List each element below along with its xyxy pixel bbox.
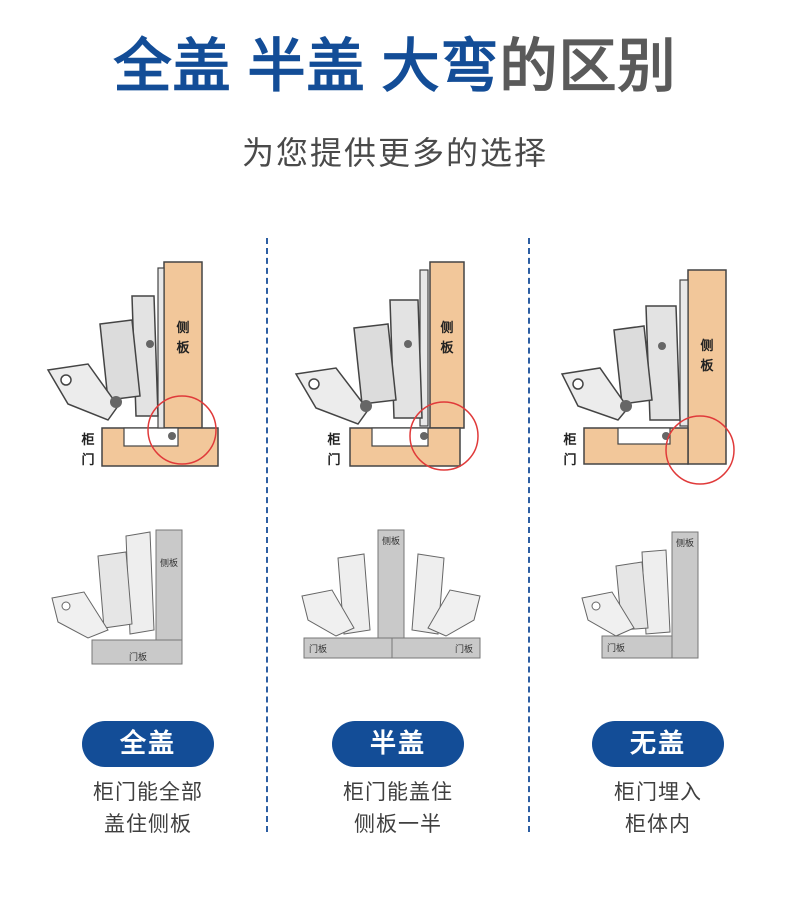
- small-side-label: 侧板: [160, 557, 178, 569]
- full-overlay-diagram: 侧 板 柜 门 侧板 门板: [46, 261, 219, 665]
- mount-plate: [679, 279, 689, 427]
- highlight-circle: [665, 415, 735, 485]
- full-overlay-badge: 全盖: [82, 721, 214, 767]
- panel-half-overlay: 侧 板 柜 门 侧板 门板 门板 半盖 柜门能盖住 侧板一半: [278, 240, 518, 840]
- hinge-link: [560, 367, 629, 421]
- door-label-2: 门: [327, 452, 340, 468]
- divider-right: [528, 238, 530, 832]
- mount-plate: [157, 267, 165, 429]
- full-overlay-description: 柜门能全部 盖住侧板: [93, 780, 203, 836]
- side-label-1: 侧: [176, 320, 189, 336]
- hinge-body: [613, 325, 653, 405]
- small-door-label-right: 门板: [455, 643, 473, 655]
- side-label-1: 侧: [440, 320, 453, 336]
- hinge-body: [353, 323, 397, 405]
- page-title: 全盖半盖大弯的区别: [0, 30, 790, 102]
- title-half-overlay: 半盖: [247, 32, 366, 100]
- door-label-2: 门: [563, 452, 576, 468]
- door-label-1: 柜: [562, 432, 576, 448]
- hinge-cup: [371, 427, 429, 447]
- small-door-label: 门板: [607, 642, 625, 654]
- small-door-panel: [91, 639, 183, 665]
- highlight-circle: [409, 401, 479, 471]
- small-door-panel: [601, 635, 673, 659]
- side-label-2: 板: [176, 340, 190, 356]
- panel-full-overlay: 侧 板 柜 门 侧板 门板 全盖 柜门能全部 盖住侧板: [28, 240, 268, 840]
- divider-left: [266, 238, 268, 832]
- side-label-2: 板: [440, 340, 454, 356]
- small-side-label: 侧板: [382, 535, 400, 547]
- title-big-bend: 大弯: [381, 32, 500, 100]
- inset-diagram: 侧 板 柜 门 侧板 门板: [560, 269, 735, 659]
- hinge-body: [99, 319, 141, 401]
- inset-badge: 无盖: [592, 721, 724, 767]
- half-overlay-badge: 半盖: [332, 721, 464, 767]
- highlight-circle: [147, 395, 217, 465]
- door-label-2: 门: [81, 452, 94, 468]
- door-label-1: 柜: [326, 432, 340, 448]
- half-overlay-description: 柜门能盖住 侧板一半: [343, 780, 453, 836]
- small-side-panel: [671, 531, 699, 659]
- panel-inset: 侧 板 柜 门 侧板 门板 无盖 柜门埋入 柜体内: [538, 240, 778, 840]
- small-door-right: [391, 637, 481, 659]
- small-side-panel: [155, 529, 183, 641]
- small-door-label-left: 门板: [309, 643, 327, 655]
- side-label-1: 侧: [700, 338, 713, 354]
- small-door-label: 门板: [129, 651, 147, 663]
- hinge-link: [294, 367, 369, 425]
- title-full-overlay: 全盖: [113, 32, 232, 100]
- side-label-2: 板: [700, 358, 714, 374]
- hinge-cup: [123, 427, 179, 447]
- small-side-label: 侧板: [676, 537, 694, 549]
- door-label-1: 柜: [80, 432, 94, 448]
- inset-description: 柜门埋入 柜体内: [614, 780, 702, 836]
- hinge-arm: [645, 305, 681, 421]
- page-subtitle: 为您提供更多的选择: [241, 134, 548, 172]
- small-side-panel: [377, 529, 405, 649]
- title-difference: 的区别: [499, 32, 677, 100]
- side-panel-wood: [687, 269, 727, 465]
- half-overlay-diagram: 侧 板 柜 门 侧板 门板 门板: [294, 261, 481, 659]
